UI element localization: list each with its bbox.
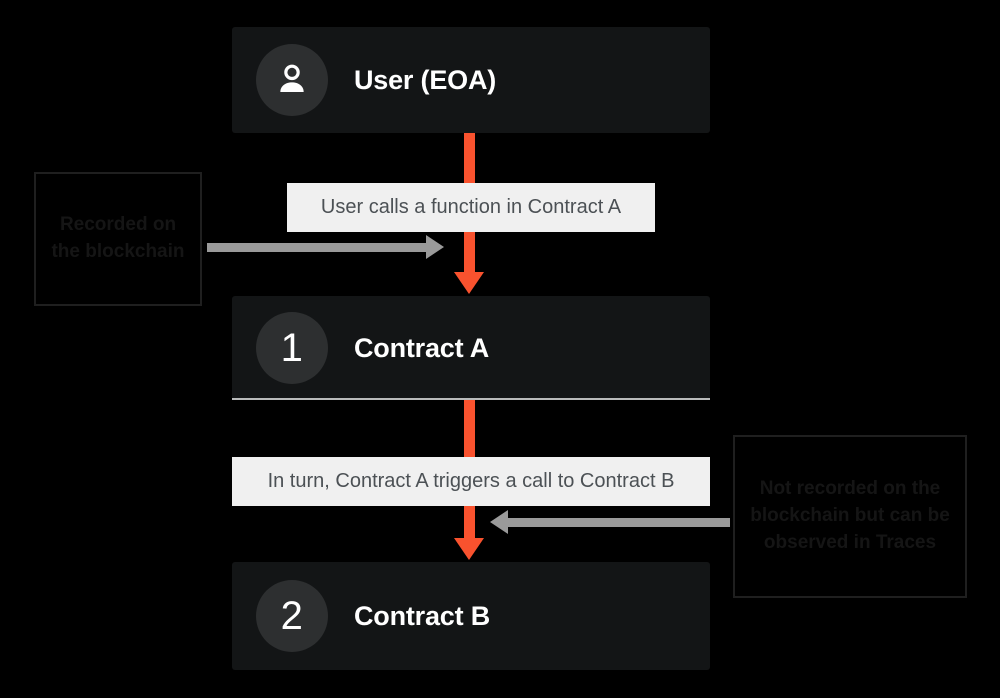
node-contract-a-badge-number: 1	[280, 326, 304, 370]
user-avatar	[256, 44, 328, 116]
flow-arrow-contract-a-to-contract-b-head	[454, 538, 484, 560]
node-contract-a[interactable]: 1 Contract A	[232, 296, 710, 400]
node-contract-b[interactable]: 2 Contract B	[232, 562, 710, 670]
annotation-connector-right-shaft	[508, 518, 730, 527]
flow-arrow-user-to-contract-a-head	[454, 272, 484, 294]
flow-label-call-contract-b: In turn, Contract A triggers a call to C…	[232, 457, 710, 506]
node-contract-a-underline	[232, 398, 710, 400]
annotation-not-recorded-on-blockchain: Not recorded on the blockchain but can b…	[733, 435, 967, 598]
node-contract-b-label: Contract B	[354, 600, 491, 631]
node-user[interactable]: User (EOA)	[232, 27, 710, 133]
flow-label-call-contract-a: User calls a function in Contract A	[287, 183, 655, 232]
annotation-connector-left-shaft	[207, 243, 427, 252]
node-contract-a-label: Contract A	[354, 332, 490, 363]
node-contract-a-badge: 1	[256, 312, 328, 384]
annotation-connector-left-head	[426, 235, 444, 259]
annotation-recorded-on-blockchain: Recorded on the blockchain	[34, 172, 202, 306]
node-contract-b-badge: 2	[256, 580, 328, 652]
node-user-label: User (EOA)	[354, 64, 497, 95]
node-contract-b-badge-number: 2	[280, 594, 304, 638]
person-icon	[280, 64, 304, 92]
annotation-connector-right-head	[490, 510, 508, 534]
